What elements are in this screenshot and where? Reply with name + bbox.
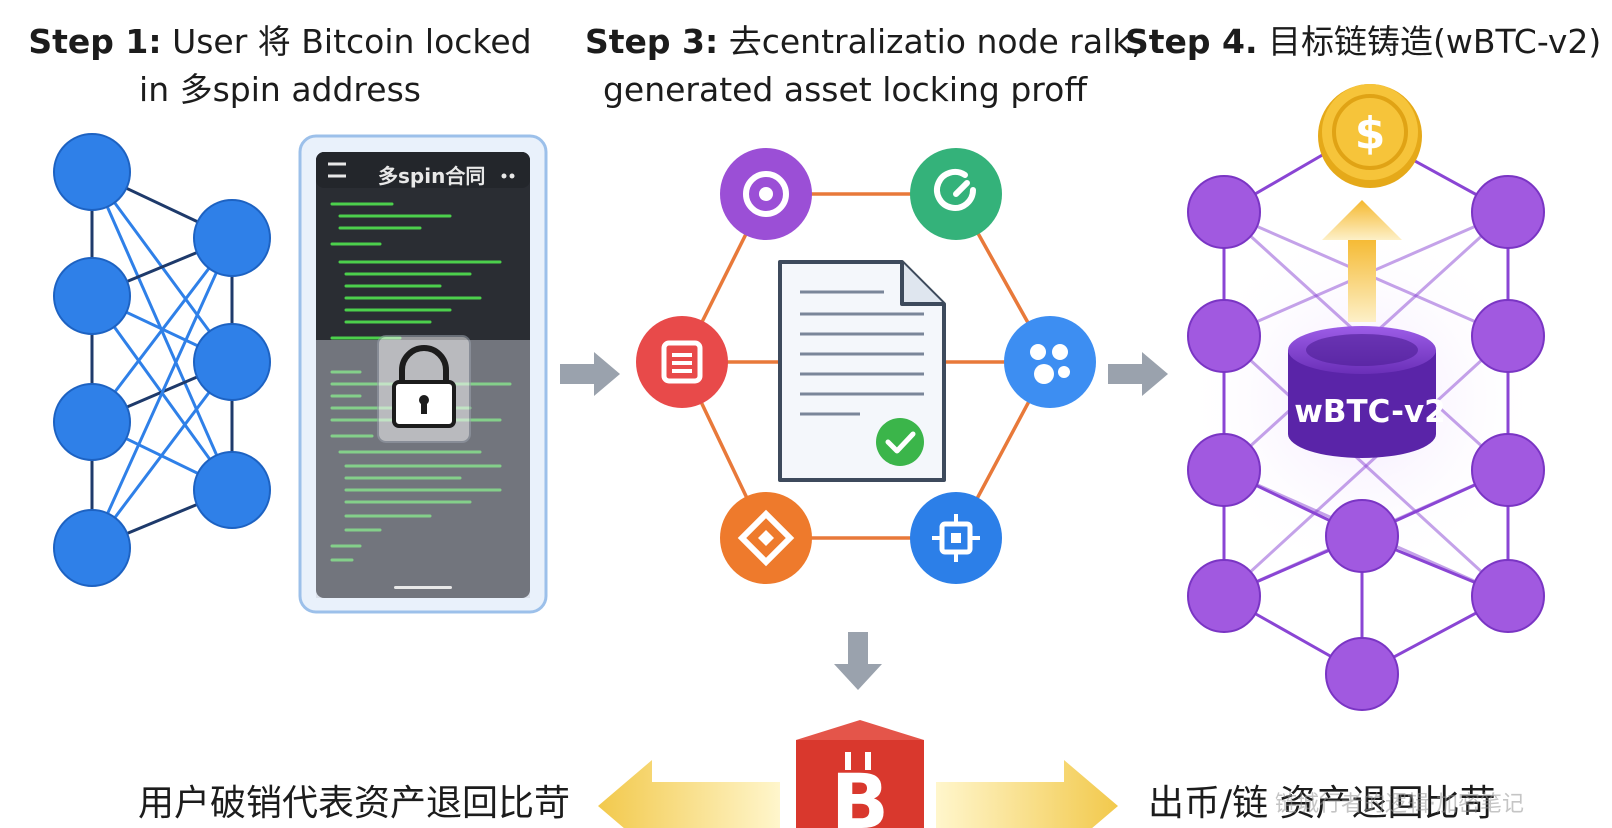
contract-title: 多spin合同 (378, 164, 486, 188)
step3-text: 去centralizatio node ralk, (728, 22, 1142, 61)
arrow-right-icon (1108, 352, 1168, 396)
step1-label: Step 1: (28, 22, 162, 61)
step1-text: User 将 Bitcoin locked (172, 22, 532, 61)
return-caption: 出币/链 资产退回比苛 (1148, 783, 1496, 824)
step4-label: Step 4. (1125, 22, 1258, 61)
validator-node (720, 148, 812, 240)
arrow-right-icon (936, 760, 1118, 828)
blue-node (53, 257, 131, 335)
validator-node (1004, 316, 1096, 408)
blue-node (53, 383, 131, 461)
purple-node (1471, 299, 1545, 373)
wbtc-label: wBTC-v2 (1294, 394, 1446, 430)
validator-node (910, 492, 1002, 584)
arrow-down-icon (834, 632, 882, 690)
purple-node (1471, 433, 1545, 507)
purple-node (1187, 433, 1261, 507)
step4-text: 目标链铸造(wBTC-v2) (1268, 22, 1602, 61)
purple-node (1471, 175, 1545, 249)
wbtc-token-icon (1288, 326, 1436, 458)
dollar-coin-icon: $ (1318, 84, 1422, 188)
watermark: 链城行者的逻辑·加密笔记 (1275, 792, 1524, 817)
purple-nodes (1187, 175, 1545, 711)
arrow-right-icon (560, 352, 620, 396)
check-icon (876, 418, 924, 466)
menu-icon (328, 162, 346, 178)
bitcoin-shield-icon: B (796, 720, 924, 828)
blue-node (193, 451, 271, 529)
purple-node (1325, 499, 1399, 573)
blue-node (193, 199, 271, 277)
validator-node (720, 492, 812, 584)
purple-node (1471, 559, 1545, 633)
step3-label: Step 3: (585, 22, 719, 61)
step3-title: Step 3: 去centralizatio node ralk, genera… (585, 18, 1142, 114)
step4-title: Step 4. 目标链铸造(wBTC-v2) (1125, 18, 1605, 66)
purple-node (1187, 175, 1261, 249)
more-icon (501, 173, 515, 179)
blue-node (53, 509, 131, 587)
blue-nodes (53, 133, 271, 587)
validator-node (910, 148, 1002, 240)
svg-text:B: B (831, 757, 889, 828)
burn-caption: 用户破销代表资产退回比苛 (138, 783, 571, 824)
step1-title: Step 1: User 将 Bitcoin locked in 多spin a… (20, 18, 540, 114)
phone-mockup (298, 134, 548, 614)
blue-node (193, 323, 271, 401)
arrow-left-icon (598, 760, 780, 828)
step1-line2: in 多spin address (139, 70, 421, 109)
purple-node (1325, 637, 1399, 711)
purple-node (1187, 299, 1261, 373)
validator-node (636, 316, 728, 408)
step3-line2: generated asset locking proff (602, 70, 1088, 109)
blue-node (53, 133, 131, 211)
lock-icon (377, 335, 471, 443)
svg-text:$: $ (1355, 108, 1386, 159)
purple-node (1187, 559, 1261, 633)
arrow-up-icon (1322, 200, 1402, 322)
